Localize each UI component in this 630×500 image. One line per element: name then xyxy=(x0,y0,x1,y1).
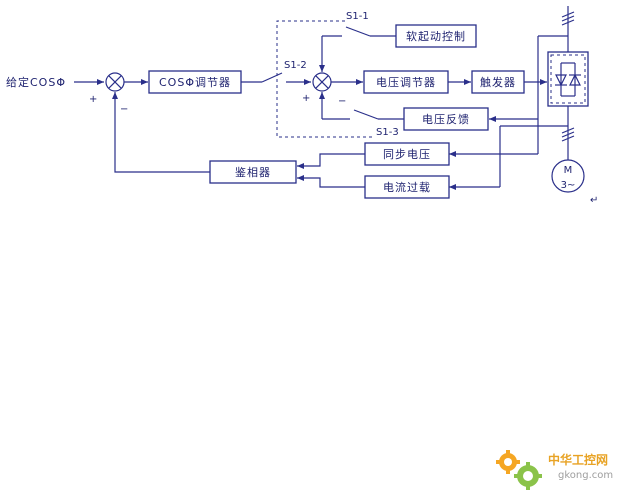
switch-s1-2-label: S1-2 xyxy=(284,60,307,71)
input-label: 给定COSΦ xyxy=(6,75,66,89)
gear-icon xyxy=(496,450,542,490)
sync-voltage-label: 同步电压 xyxy=(383,148,431,161)
switch-s1-1-label: S1-1 xyxy=(346,11,369,22)
switch-s1-1 xyxy=(345,26,371,37)
watermark-cn-text: 中华工控网 xyxy=(548,452,608,467)
switch-s1-3 xyxy=(353,109,379,120)
voltage-regulator-label: 电压调节器 xyxy=(376,76,436,89)
three-phase-mark-bottom xyxy=(561,127,575,142)
trigger-label: 触发器 xyxy=(480,75,516,89)
current-overload-label: 电流过载 xyxy=(383,180,431,194)
switch-s1-3-label: S1-3 xyxy=(376,127,399,138)
motor-m-label: M xyxy=(564,165,573,176)
soft-start-label: 软起动控制 xyxy=(406,29,466,43)
three-phase-mark-top xyxy=(561,11,575,26)
wire-phase-feedback xyxy=(112,92,210,173)
watermark-url: gkong.com xyxy=(558,470,613,481)
summing-junction-1 xyxy=(105,72,125,92)
paragraph-mark: ↵ xyxy=(590,195,598,206)
gkong-watermark-logo: 中华工控网 gkong.com xyxy=(496,450,613,490)
voltage-feedback-label: 电压反馈 xyxy=(422,113,470,126)
motor-symbol xyxy=(551,159,585,193)
thyristor-block xyxy=(547,51,589,107)
wire-sync-to-phase xyxy=(297,153,365,169)
summing-junction-2 xyxy=(312,72,332,92)
phase-detector-label: 鉴相器 xyxy=(235,166,271,179)
sum2-plus-sign: + xyxy=(302,93,310,104)
motor-phase-label: 3~ xyxy=(561,180,576,191)
wire-current-to-phase xyxy=(297,175,365,188)
sum1-minus-sign: − xyxy=(120,104,128,115)
sum2-minus-sign: − xyxy=(338,96,346,107)
switch-s1-2 xyxy=(261,72,283,83)
sum1-plus-sign: + xyxy=(89,94,97,105)
cos-regulator-label: COSΦ调节器 xyxy=(159,76,231,89)
switch-linkage-dashed xyxy=(276,20,375,138)
